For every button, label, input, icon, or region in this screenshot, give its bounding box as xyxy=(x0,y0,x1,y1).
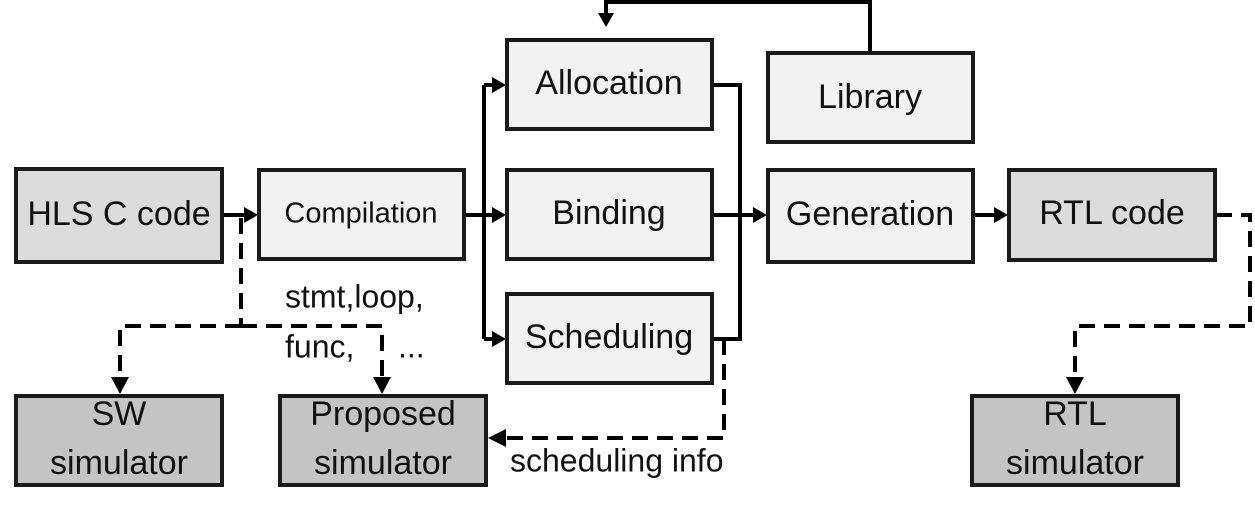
annotations: stmt,loop, func, ... scheduling info xyxy=(285,278,723,478)
rtl-code-label: RTL code xyxy=(1039,194,1185,232)
arrowhead-allocation-top xyxy=(598,13,614,27)
node-sw-simulator: SW simulator xyxy=(14,394,224,487)
node-hls-c-code: HLS C code xyxy=(14,167,224,264)
sw-simulator-label-line1: SW xyxy=(92,395,147,433)
edge-library-to-allocation xyxy=(604,0,872,53)
arrowhead-binding xyxy=(492,207,506,223)
edge-allocation-out xyxy=(712,83,742,341)
binding-label: Binding xyxy=(552,194,665,232)
node-binding: Binding xyxy=(505,168,714,261)
node-generation: Generation xyxy=(766,168,975,264)
edge-scheduling-info xyxy=(504,339,726,440)
arrowhead-rtl-simulator xyxy=(1066,377,1084,394)
proposed-simulator-label-line2: simulator xyxy=(314,444,452,482)
generation-label: Generation xyxy=(786,195,954,233)
allocation-label: Allocation xyxy=(535,64,682,102)
rtl-simulator-label-line1: RTL xyxy=(1043,395,1107,433)
node-allocation: Allocation xyxy=(505,38,714,131)
rtl-simulator-label-line2: simulator xyxy=(1006,444,1144,482)
arrowhead-proposed-simulator xyxy=(373,377,391,394)
node-proposed-simulator: Proposed simulator xyxy=(278,394,488,487)
hls-c-code-label: HLS C code xyxy=(27,195,210,233)
compilation-label: Compilation xyxy=(284,198,437,230)
node-rtl-simulator: RTL simulator xyxy=(970,394,1180,487)
node-library: Library xyxy=(766,51,975,144)
edge-to-proposed-simulator xyxy=(241,324,384,378)
arrowhead-allocation xyxy=(492,77,506,93)
scheduling-label: Scheduling xyxy=(525,318,693,356)
node-scheduling: Scheduling xyxy=(505,292,714,385)
compile-info-ellipsis: ... xyxy=(398,328,425,364)
edge-to-sw-simulator xyxy=(118,324,241,378)
edge-rtl-to-simulator xyxy=(1073,213,1252,378)
sw-simulator-label-line2: simulator xyxy=(50,444,188,482)
scheduling-info-label: scheduling info xyxy=(510,442,723,478)
node-compilation: Compilation xyxy=(257,168,466,261)
node-rtl-code: RTL code xyxy=(1007,168,1217,262)
arrowhead-compilation xyxy=(244,207,258,223)
compile-info-line1: stmt,loop, xyxy=(285,278,424,314)
library-label: Library xyxy=(818,78,922,116)
arrowhead-generation xyxy=(753,207,767,223)
dashed-connectors xyxy=(111,213,1252,447)
arrowhead-rtl-code xyxy=(994,207,1008,223)
arrowhead-sw-simulator xyxy=(111,377,129,394)
proposed-simulator-label-line1: Proposed xyxy=(310,395,456,433)
arrowhead-scheduling xyxy=(492,331,506,347)
arrowhead-proposed-right xyxy=(488,429,506,447)
compile-info-line2: func, xyxy=(285,328,354,364)
